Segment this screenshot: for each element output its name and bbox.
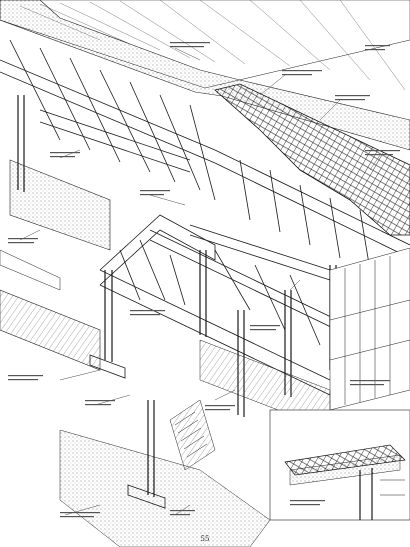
left-ground-section xyxy=(0,159,111,371)
page-number: 55 xyxy=(200,535,210,543)
roof-plane xyxy=(0,0,410,151)
annotation-text-blocks xyxy=(8,42,400,518)
lower-ground xyxy=(59,354,271,547)
roof-ridge-stipple xyxy=(0,0,410,151)
right-wall-panels xyxy=(199,247,410,431)
detail-inset xyxy=(269,409,410,521)
roof-rafters xyxy=(0,39,410,271)
